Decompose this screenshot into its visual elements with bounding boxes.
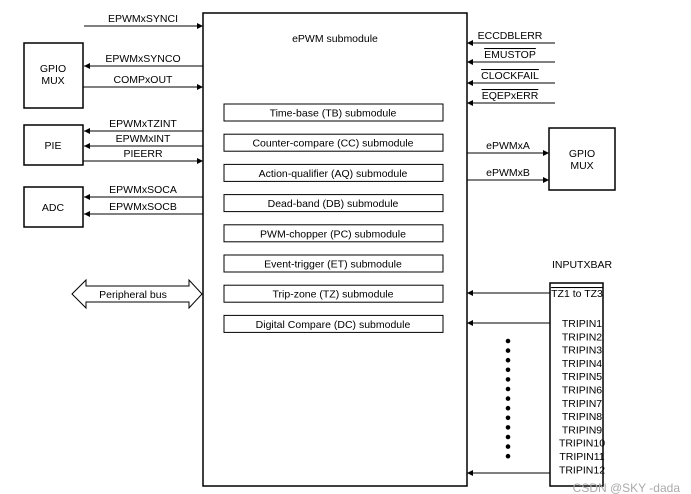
tripin-label: TRIPIN7 <box>562 398 602 410</box>
submodule-box <box>223 163 444 182</box>
tripin-label: TRIPIN11 <box>559 451 604 463</box>
tripin-label: TRIPIN10 <box>559 438 605 450</box>
gpio-mux-left-box <box>23 42 84 109</box>
submodule-box <box>223 224 444 243</box>
ellipsis-dot <box>505 444 511 449</box>
submodule-box <box>223 194 444 213</box>
gpio-label: GPIO <box>40 63 66 75</box>
ellipsis-dot <box>505 434 511 440</box>
tripin-label: TRIPIN12 <box>559 464 605 476</box>
tripin-label: TRIPIN1 <box>562 318 602 330</box>
submodule-label: Digital Compare (DC) submodule <box>256 319 411 331</box>
compxout-label: COMPxOUT <box>114 74 174 86</box>
ellipsis-dot <box>505 367 511 373</box>
ellipsis-dot <box>505 357 511 363</box>
peripheral-bus-arrow <box>71 278 203 310</box>
int-label: EPWMxINT <box>116 133 171 145</box>
submodule-box <box>223 133 444 152</box>
gpio-label-right: GPIO <box>569 148 595 160</box>
bus-label: Peripheral bus <box>99 289 167 301</box>
ellipsis-dot <box>505 338 511 344</box>
pie-box <box>23 124 84 166</box>
pie-label: PIE <box>45 140 62 152</box>
submodule-label: Trip-zone (TZ) submodule <box>273 289 394 301</box>
synci-label: EPWMxSYNCI <box>108 13 178 25</box>
mux-label: MUX <box>41 75 64 87</box>
submodule-box <box>223 103 444 122</box>
submodule-box <box>223 314 444 333</box>
epwmxa-label: ePWMxA <box>486 140 530 152</box>
epwmxb-label: ePWMxB <box>486 167 530 179</box>
ellipsis-dot <box>505 348 511 353</box>
submodule-box <box>223 254 444 273</box>
soca-label: EPWMxSOCA <box>109 184 177 196</box>
submodule-label: Event-trigger (ET) submodule <box>264 259 402 271</box>
submodule-label: Time-base (TB) submodule <box>270 108 397 120</box>
watermark: CSDN @SKY -dada <box>573 481 681 494</box>
tripin-label: TRIPIN4 <box>562 358 602 370</box>
ellipsis-dot <box>505 405 511 411</box>
main-title: ePWM submodule <box>292 33 378 45</box>
ellipsis-dot <box>505 386 511 392</box>
submodule-label: Action-qualifier (AQ) submodule <box>259 168 408 180</box>
ellipsis-dot <box>505 377 511 382</box>
tripin-label: TRIPIN2 <box>562 331 602 343</box>
inputxbar-title: INPUTXBAR <box>552 259 613 271</box>
clockfail-label: CLOCKFAIL <box>481 70 539 82</box>
synco-label: EPWMxSYNCO <box>105 53 180 65</box>
socb-label: EPWMxSOCB <box>109 201 177 213</box>
ellipsis-dot <box>505 415 511 421</box>
tripin-label: TRIPIN3 <box>562 345 602 357</box>
tz-label: TZ1 to TZ3 <box>551 288 603 300</box>
eqepxerr-label: EQEPxERR <box>482 90 539 102</box>
epwm-main-box <box>202 12 468 487</box>
adc-label: ADC <box>42 202 65 214</box>
ellipsis-dot <box>505 453 511 459</box>
gpio-mux-right-box <box>548 127 616 191</box>
submodule-box <box>223 284 444 303</box>
pieerr-label: PIEERR <box>123 148 163 160</box>
submodule-label: PWM-chopper (PC) submodule <box>260 228 406 240</box>
tripin-label: TRIPIN9 <box>562 424 602 436</box>
submodule-label: Dead-band (DB) submodule <box>268 198 399 210</box>
adc-box <box>23 186 84 228</box>
ellipsis-dot <box>505 425 511 430</box>
mux-label-right: MUX <box>570 160 593 172</box>
submodule-label: Counter-compare (CC) submodule <box>252 138 413 150</box>
emustop-label: EMUSTOP <box>484 49 536 61</box>
tripin-label: TRIPIN6 <box>562 385 602 397</box>
eccdblerr-label: ECCDBLERR <box>478 30 543 42</box>
tzint-label: EPWMxTZINT <box>109 118 177 130</box>
ellipsis-dot <box>505 396 511 401</box>
tripin-label: TRIPIN5 <box>562 371 602 383</box>
tripin-label: TRIPIN8 <box>562 411 602 423</box>
inputxbar-box <box>549 282 604 487</box>
